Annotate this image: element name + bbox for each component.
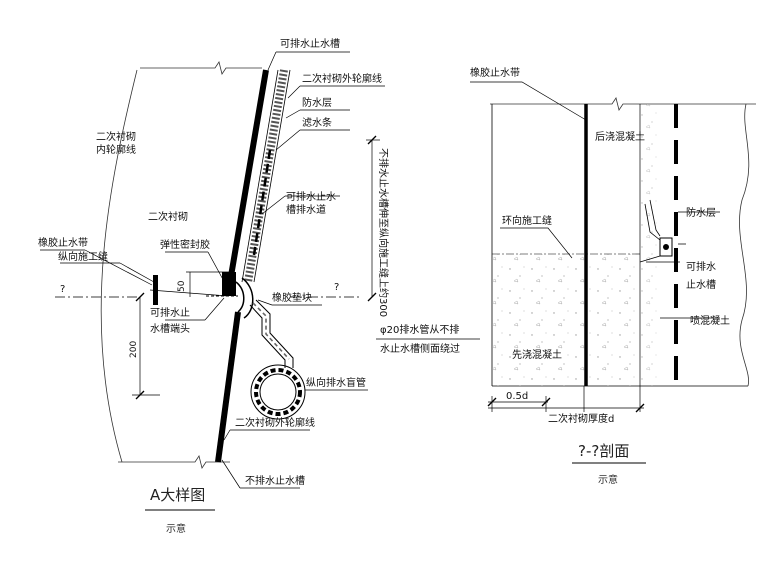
filter-strip: [252, 149, 272, 256]
label-drain-end-l2: 水槽端头: [150, 322, 190, 335]
label-rubber-band-left: 橡胶止水带: [38, 236, 88, 249]
left-subtitle: 示意: [166, 522, 186, 535]
label-outer-contour-top: 二次衬砌外轮廓线: [302, 72, 382, 85]
waterproof-strip: [244, 69, 288, 283]
label-dim-05d: 0.5d: [506, 391, 528, 402]
right-title: ?-?剖面: [578, 442, 629, 460]
label-rubber-band-right: 橡胶止水带: [470, 66, 520, 79]
leader-lines-left: [40, 51, 385, 489]
label-vertical-note: 不排水止水槽伸至纵向施工缝上约300: [377, 148, 390, 317]
label-pre-concrete: 先浇混凝土: [512, 348, 562, 361]
right-section: 橡胶止水带 后浇混凝土 防水层 环向施工缝 可排水 止水槽 喷混凝土 先浇混凝土…: [470, 66, 756, 486]
label-inner-contour-l2: 内轮廓线: [96, 143, 136, 156]
label-shotcrete: 喷混凝土: [690, 314, 730, 327]
break-line-top: [140, 61, 262, 75]
left-title: A大样图: [150, 486, 205, 504]
label-waterproof: 防水层: [302, 96, 332, 109]
label-drain-groove-right-l2: 止水槽: [686, 278, 716, 291]
joint-seal-block: [222, 272, 236, 296]
label-no-drain-groove: 不排水止水槽: [245, 474, 305, 487]
right-subtitle: 示意: [598, 473, 618, 486]
inner-contour-line: [100, 69, 138, 463]
label-dim-50: 50: [177, 280, 187, 292]
label-q-left: ?: [60, 284, 65, 295]
outer-lining-upper: [227, 69, 269, 283]
label-filter-strip: 滤水条: [302, 116, 332, 129]
drain-groove-icon: [639, 199, 673, 263]
pre-cast-concrete: [492, 254, 640, 386]
rock-edge: [739, 103, 750, 387]
label-waterproof-right: 防水层: [686, 206, 716, 219]
break-line-bottom: [118, 455, 230, 469]
label-pipe-note-l2: 水止水槽侧面绕过: [380, 342, 460, 355]
label-top-groove: 可排水止水槽: [280, 37, 340, 50]
rubber-band-left: [153, 275, 158, 305]
label-drain-groove-right-l1: 可排水: [686, 260, 716, 273]
label-drain-end: 可排水止 水槽端头: [150, 306, 193, 335]
label-inner-contour: 二次衬砌 内轮廓线: [96, 130, 139, 156]
break-line-right: [490, 97, 756, 111]
label-blind-pipe: 纵向排水盲管: [306, 376, 366, 389]
label-ring-joint: 环向施工缝: [502, 214, 552, 227]
label-outer-contour-bottom: 二次衬砌外轮廓线: [235, 416, 315, 429]
drain-pipe-route: [249, 304, 286, 368]
outer-lining-lower: [215, 311, 241, 463]
label-groove-channel-l2: 槽排水道: [286, 203, 326, 216]
left-detail: 可排水止水槽 二次衬砌外轮廓线 防水层 滤水条 二次衬砌 内轮廓线 二次衬砌 可…: [38, 37, 480, 535]
label-lining: 二次衬砌: [148, 210, 188, 223]
label-groove-channel: 可排水止水 槽排水道: [286, 190, 339, 216]
label-longitudinal-joint: 纵向施工缝: [58, 250, 108, 263]
label-drain-groove-right: 可排水 止水槽: [686, 260, 719, 291]
label-post-concrete: 后浇混凝土: [595, 130, 645, 143]
label-dim-200: 200: [129, 341, 139, 358]
label-pipe-note-l1: φ20排水管从不排: [380, 323, 459, 336]
label-groove-channel-l1: 可排水止水: [286, 190, 336, 203]
blind-pipe-icon: [250, 364, 306, 420]
label-elastic-sealant: 弹性密封胶: [160, 238, 210, 251]
label-rubber-pad: 橡胶垫块: [272, 291, 312, 304]
label-pipe-note: φ20排水管从不排 水止水槽侧面绕过: [380, 323, 463, 355]
label-lining-thickness: 二次衬砌厚度d: [548, 412, 614, 425]
label-q-right: ?: [334, 282, 339, 293]
label-inner-contour-l1: 二次衬砌: [96, 130, 136, 143]
leader-lines-right: [470, 81, 720, 319]
label-drain-end-l1: 可排水止: [150, 306, 190, 319]
